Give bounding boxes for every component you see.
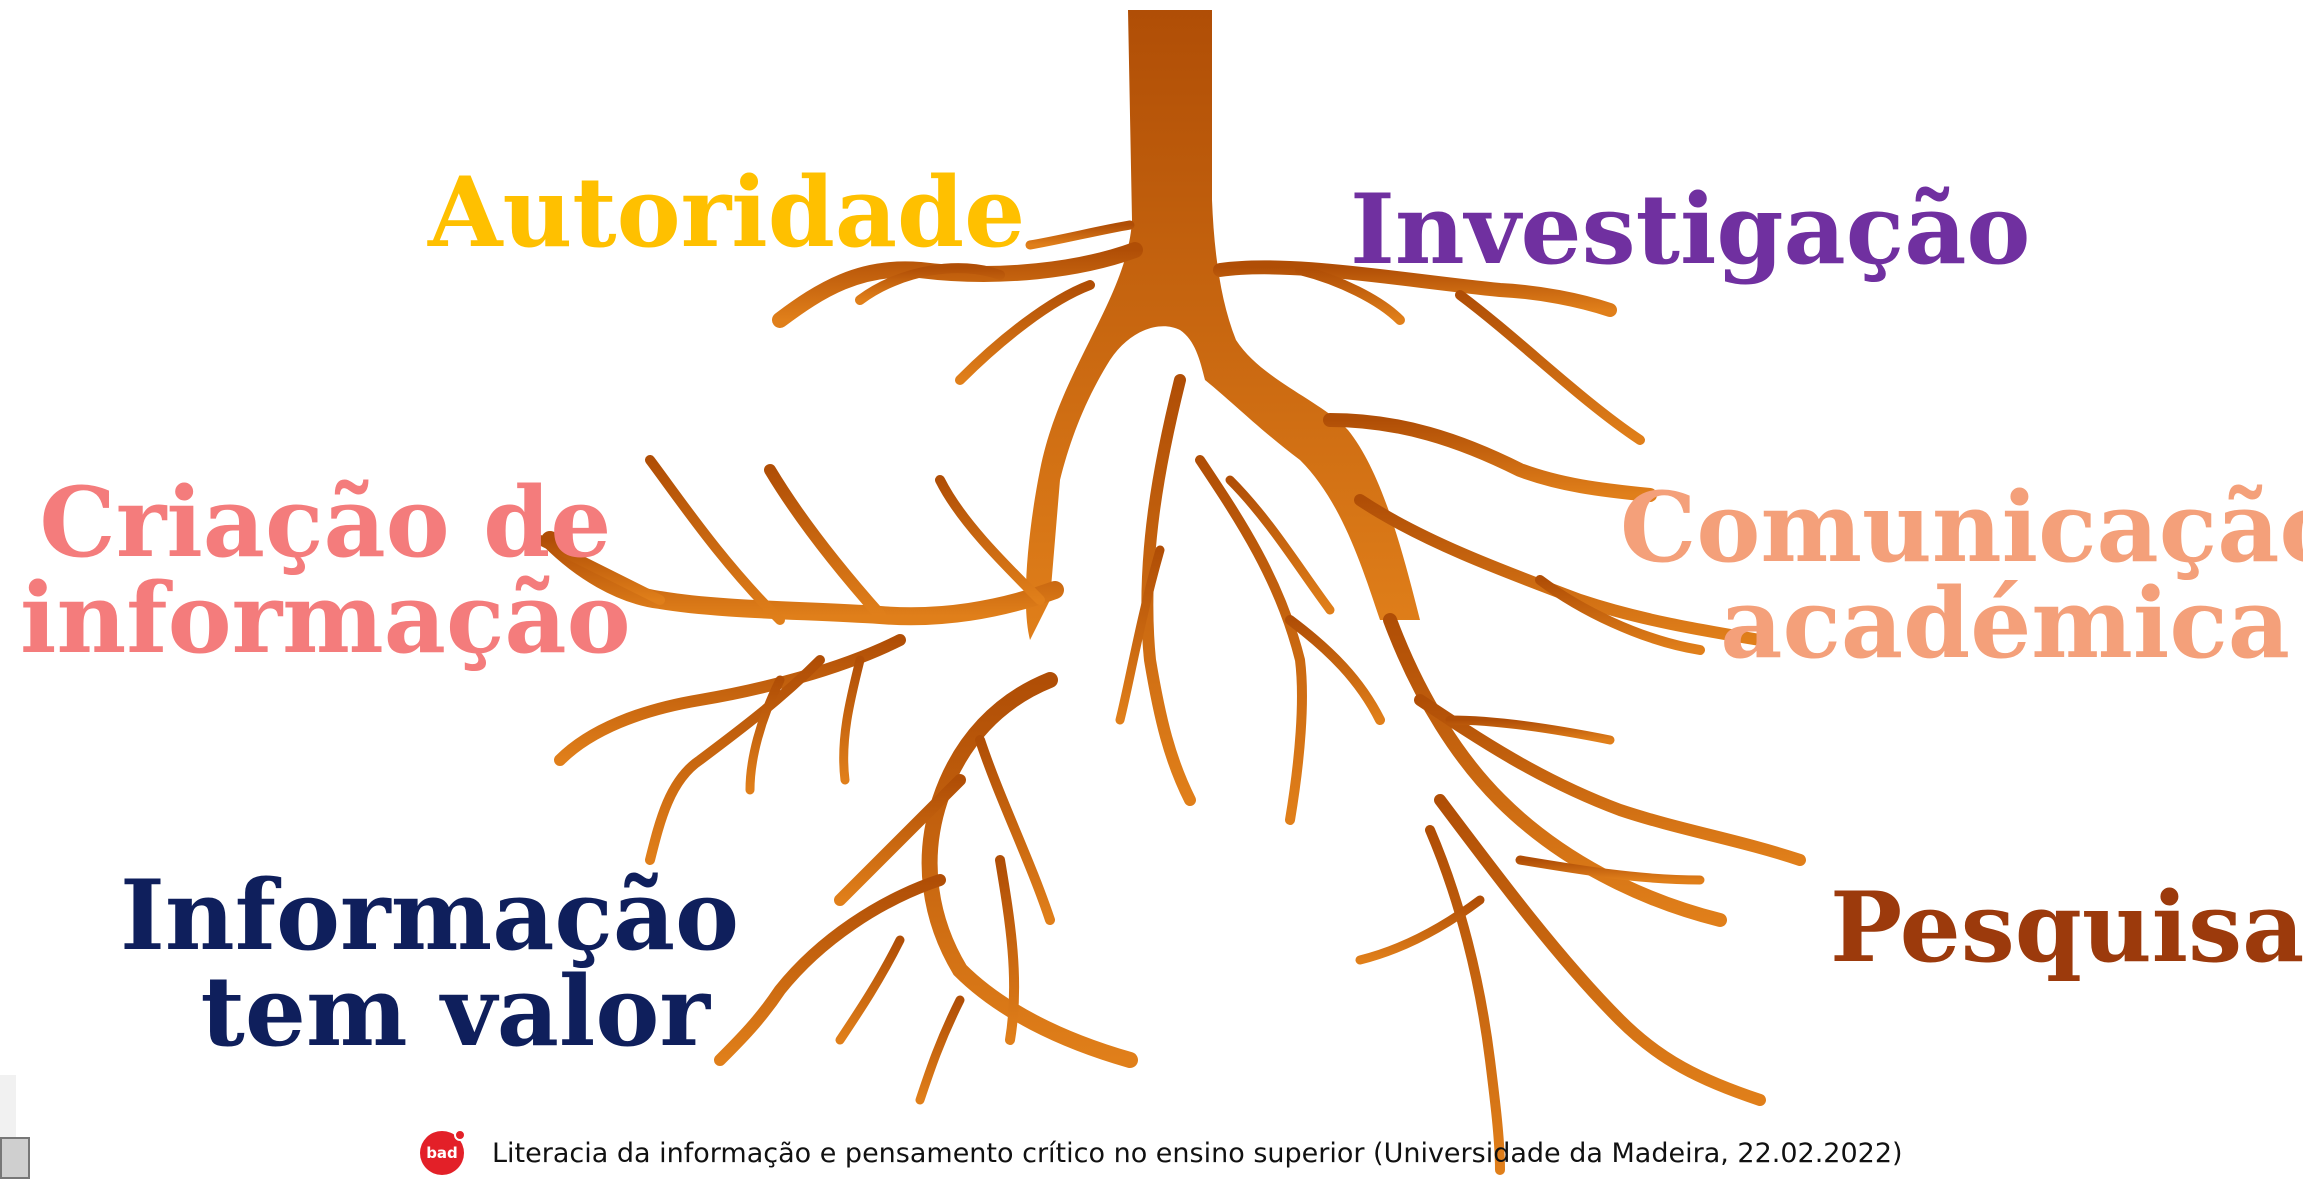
root-branch	[995, 855, 1020, 1045]
concept-criacao-line2: informação	[20, 562, 631, 675]
concept-investigacao-text: Investigação	[1350, 173, 2031, 286]
root-branch	[1414, 694, 1806, 866]
concept-autoridade: Autoridade	[428, 165, 1025, 261]
root-branch	[541, 531, 1064, 626]
concept-comunicacao-academica: Comunicação académica	[1620, 471, 2303, 680]
root-branch	[921, 672, 1138, 1068]
slide-footer: bad Literacia da informação e pensamento…	[420, 1128, 1903, 1178]
root-branch	[1323, 413, 1657, 502]
root-branch	[1285, 615, 1385, 725]
root-branch	[839, 655, 865, 785]
root-branch	[855, 263, 1005, 305]
root-branch	[835, 935, 905, 1045]
root-branch	[834, 774, 966, 906]
root-branch	[1025, 220, 1135, 250]
root-branch	[1425, 825, 1505, 1175]
left-edge-panel	[0, 1075, 16, 1137]
root-branch	[535, 535, 665, 605]
root-branch	[745, 675, 785, 795]
root-branch	[1213, 260, 1617, 317]
root-branch	[1455, 290, 1645, 445]
root-branch	[935, 475, 1045, 605]
footer-caption: Literacia da informação e pensamento crí…	[492, 1137, 1903, 1169]
concept-comunicacao-line1: Comunicação	[1620, 471, 2303, 584]
root-branch	[1434, 794, 1766, 1106]
bad-logo-text: bad	[426, 1144, 458, 1162]
logo-dot-icon	[454, 1129, 466, 1141]
root-branch	[1515, 855, 1705, 885]
bad-logo: bad	[420, 1129, 466, 1175]
concept-pesquisa: Pesquisa	[1830, 880, 2303, 976]
root-branch	[1535, 575, 1705, 655]
root-branch	[975, 735, 1055, 925]
concept-comunicacao-line2: académica	[1720, 567, 2290, 680]
root-branch	[554, 634, 906, 766]
concept-criacao-de-informacao: Criação de informação	[20, 475, 631, 667]
root-branch	[1354, 494, 1766, 646]
root-branch	[1225, 475, 1335, 615]
root-branch	[764, 464, 886, 621]
root-branch	[645, 655, 825, 865]
corner-thumbnail-button[interactable]	[0, 1137, 30, 1179]
root-branch	[1295, 265, 1405, 325]
root-branch	[955, 280, 1095, 385]
trunk	[1025, 10, 1420, 640]
root-branch	[1445, 715, 1615, 745]
root-branch	[1195, 455, 1307, 825]
concept-informacao-tem-valor: Informação tem valor	[120, 859, 740, 1068]
root-branch	[1383, 613, 1727, 927]
concept-informacao-line1: Informação	[120, 859, 740, 972]
concept-criacao-line1: Criação de	[39, 466, 612, 579]
root-branch	[714, 874, 946, 1066]
root-branch	[1141, 374, 1196, 806]
root-branch	[1355, 895, 1485, 965]
concept-autoridade-text: Autoridade	[428, 156, 1026, 269]
root-branch	[1115, 545, 1165, 725]
concept-informacao-line2: tem valor	[200, 955, 710, 1068]
concept-pesquisa-text: Pesquisa	[1830, 871, 2303, 984]
concept-investigacao: Investigação	[1350, 182, 2030, 278]
root-branch	[915, 995, 965, 1105]
root-branches	[535, 220, 1806, 1175]
root-branch	[645, 455, 785, 625]
